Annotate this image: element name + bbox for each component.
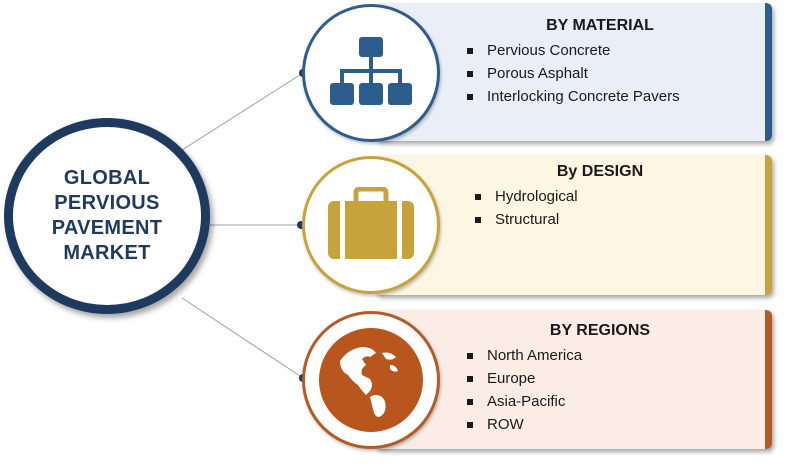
list-item: ROW — [465, 413, 582, 436]
list-item: Interlocking Concrete Pavers — [465, 85, 680, 108]
regions-icon-ring — [302, 311, 440, 449]
material-list: Pervious Concrete Porous Asphalt Interlo… — [465, 39, 680, 108]
design-card: By DESIGN Hydrological Structural — [375, 155, 772, 295]
hub-title: GLOBAL PERVIOUS PAVEMENT MARKET — [51, 167, 163, 264]
list-item: Structural — [473, 208, 578, 231]
regions-card: BY REGIONS North America Europe Asia-Pac… — [375, 310, 772, 449]
material-icon-ring — [302, 4, 440, 142]
list-item: Hydrological — [473, 185, 578, 208]
list-item: Europe — [465, 367, 582, 390]
hierarchy-icon — [319, 21, 423, 125]
list-item: Asia-Pacific — [465, 390, 582, 413]
connector-regions — [181, 297, 304, 379]
design-list: Hydrological Structural — [473, 185, 578, 231]
list-item: Pervious Concrete — [465, 39, 680, 62]
material-card-title: BY MATERIAL — [546, 17, 654, 34]
list-item: North America — [465, 344, 582, 367]
material-card: BY MATERIAL Pervious Concrete Porous Asp… — [375, 3, 772, 141]
regions-list: North America Europe Asia-Pacific ROW — [465, 344, 582, 436]
globe-icon — [319, 328, 423, 432]
regions-card-title: BY REGIONS — [549, 322, 651, 339]
design-card-title: By DESIGN — [556, 163, 644, 180]
briefcase-icon — [319, 173, 423, 277]
list-item: Porous Asphalt — [465, 62, 680, 85]
market-hub-circle: GLOBAL PERVIOUS PAVEMENT MARKET — [4, 118, 210, 314]
design-icon-ring — [302, 156, 440, 294]
connector-material — [181, 72, 304, 151]
